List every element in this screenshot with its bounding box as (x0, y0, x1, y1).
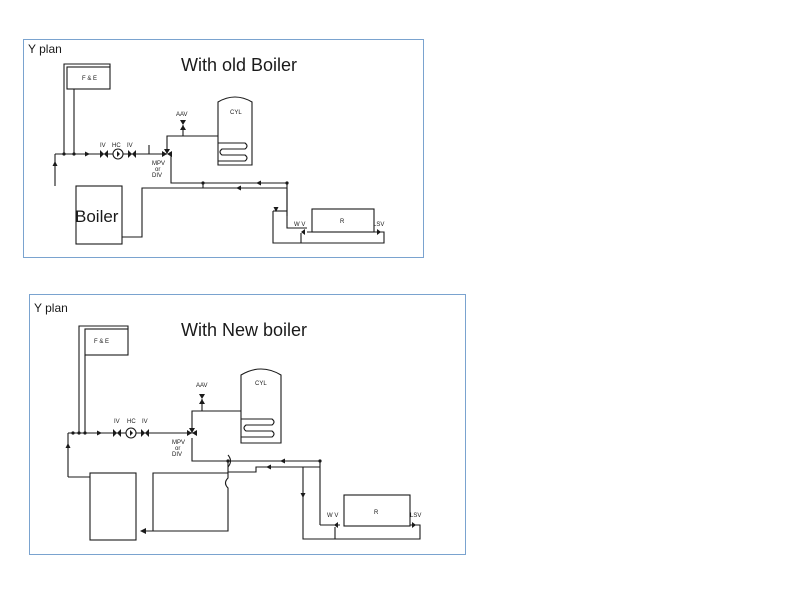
diagram-title: With New boiler (181, 320, 307, 340)
heating-diagram-old: Y plan With old Boiler F & E IV HC IV (28, 42, 385, 245)
automatic-air-vent (180, 120, 186, 130)
diagram-panel-new-boiler: Y plan With New boiler F & E IV HC IV (29, 294, 466, 555)
plan-label: Y plan (28, 42, 62, 56)
feed-expansion-tank: F & E (63, 63, 111, 90)
return-main (227, 461, 320, 473)
aav-pipe (191, 399, 203, 421)
svg-text:or: or (175, 446, 180, 452)
lockshield-valve-label: LSV (410, 513, 421, 519)
radiator: R (343, 494, 411, 527)
aav-label: AAV (196, 383, 208, 389)
aav-pipe (166, 125, 184, 149)
feed-expansion-tank: F & E (78, 325, 129, 356)
isolating-valve-label-1: IV (100, 143, 106, 149)
isolating-valve-label-2: IV (142, 419, 148, 425)
wheelhead-valve-label: W V (294, 222, 305, 228)
svg-text:F & E: F & E (82, 76, 97, 82)
aav-label: AAV (176, 112, 188, 118)
boiler-new (68, 472, 228, 541)
pump-valve-group: IV HC IV (113, 419, 149, 439)
svg-text:CYL: CYL (255, 381, 267, 387)
plan-label: Y plan (34, 301, 68, 315)
pump-label: HC (127, 419, 136, 425)
motorised-valve: MPV or DIV (172, 428, 197, 458)
boiler-label: Boiler (75, 207, 119, 226)
svg-text:DIV: DIV (152, 173, 162, 179)
isolating-valve-label-1: IV (114, 419, 120, 425)
heating-diagram-new: Y plan With New boiler F & E IV HC IV (34, 301, 421, 541)
svg-text:R: R (374, 510, 379, 516)
diagram-panel-old-boiler: Y plan With old Boiler F & E IV HC IV (23, 39, 424, 258)
pump-label: HC (112, 143, 121, 149)
wheelhead-valve-label: W V (327, 513, 338, 519)
hot-water-cylinder: CYL (202, 368, 282, 444)
lockshield-valve-label: LSV (373, 222, 384, 228)
svg-text:MPV: MPV (152, 161, 165, 167)
pump-valve-group: IV HC IV (100, 143, 136, 160)
svg-text:DIV: DIV (172, 452, 182, 458)
svg-text:or: or (155, 167, 160, 173)
isolating-valve-label-2: IV (127, 143, 133, 149)
automatic-air-vent (199, 394, 205, 404)
svg-text:R: R (340, 219, 345, 225)
motorised-valve: MPV or DIV (152, 149, 172, 179)
hot-water-cylinder: CYL (183, 96, 253, 166)
diagram-title: With old Boiler (181, 55, 297, 75)
svg-text:F & E: F & E (94, 339, 109, 345)
radiator: R (311, 208, 375, 233)
boiler-old: Boiler (75, 185, 143, 245)
svg-text:CYL: CYL (230, 110, 242, 116)
svg-text:MPV: MPV (172, 440, 185, 446)
return-main (141, 187, 203, 211)
